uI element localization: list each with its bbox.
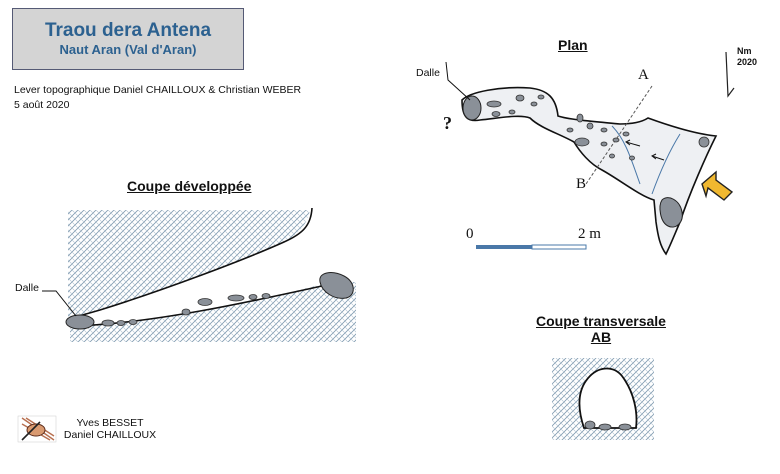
- cross-section-heading-line2: AB: [590, 329, 612, 345]
- entrance-arrow-icon: [701, 170, 734, 201]
- author-1: Yves BESSET: [76, 417, 144, 429]
- scale-bar-empty: [531, 244, 587, 250]
- section-point-a: A: [638, 67, 649, 83]
- profile-block: [197, 298, 213, 306]
- profile-rock-upper: [68, 210, 310, 318]
- cross-section-heading: Coupe transversale AB: [528, 313, 674, 345]
- authors-block: Yves BESSET Daniel CHAILLOUX: [62, 417, 158, 441]
- plan-dalle-block: [462, 95, 482, 121]
- cross-section-outline: [578, 367, 638, 429]
- north-label-year: 2020: [737, 57, 758, 67]
- north-label-type: Nm: [737, 46, 752, 56]
- profile-ceiling-line: [71, 207, 313, 319]
- profile-block: [181, 308, 191, 316]
- profile-block: [261, 293, 271, 299]
- survey-date: 5 août 2020: [14, 99, 70, 111]
- profile-block: [227, 294, 245, 302]
- cross-section: [552, 358, 654, 440]
- scale-end-label: 2 m: [578, 226, 601, 242]
- profile-dalle-label: Dalle: [15, 282, 39, 294]
- profile-block: [128, 319, 138, 325]
- profile-dalle-leader: [42, 290, 77, 317]
- map-subtitle: Naut Aran (Val d'Aran): [59, 42, 197, 57]
- author-2: Daniel CHAILLOUX: [63, 429, 157, 441]
- plan-cave-outline: [461, 86, 718, 256]
- profile-section: [42, 207, 356, 342]
- profile-entrance-block: [319, 272, 354, 299]
- profile-heading: Coupe développée: [127, 178, 252, 194]
- plan-section: [445, 51, 735, 256]
- profile-dalle-block: [65, 314, 95, 330]
- survey-credit: Lever topographique Daniel CHAILLOUX & C…: [14, 84, 302, 96]
- profile-rock-lower: [70, 282, 356, 342]
- north-arrow-icon: [725, 51, 735, 98]
- author-logo: [17, 415, 57, 443]
- profile-block: [116, 320, 126, 326]
- title-box: Traou dera Antena Naut Aran (Val d'Aran): [12, 8, 244, 70]
- plan-slope-arrow: [625, 139, 641, 147]
- map-title: Traou dera Antena: [44, 20, 212, 41]
- plan-slope-arrow: [651, 153, 665, 161]
- north-label: Nm 2020: [737, 46, 757, 68]
- section-point-b: B: [576, 176, 587, 192]
- cross-section-heading-line1: Coupe transversale: [536, 313, 666, 329]
- profile-block: [101, 319, 115, 327]
- plan-contour-line: [611, 125, 641, 185]
- plan-dalle-leader: [445, 61, 471, 101]
- plan-contour-line: [651, 133, 681, 195]
- profile-block: [248, 294, 258, 300]
- scale-bar-filled: [476, 245, 532, 249]
- scale-start-label: 0: [466, 226, 474, 242]
- plan-dalle-label: Dalle: [416, 67, 440, 79]
- plan-heading: Plan: [558, 37, 588, 53]
- plan-entrance-block: [659, 197, 683, 228]
- plan-unknown-label: ?: [443, 113, 452, 133]
